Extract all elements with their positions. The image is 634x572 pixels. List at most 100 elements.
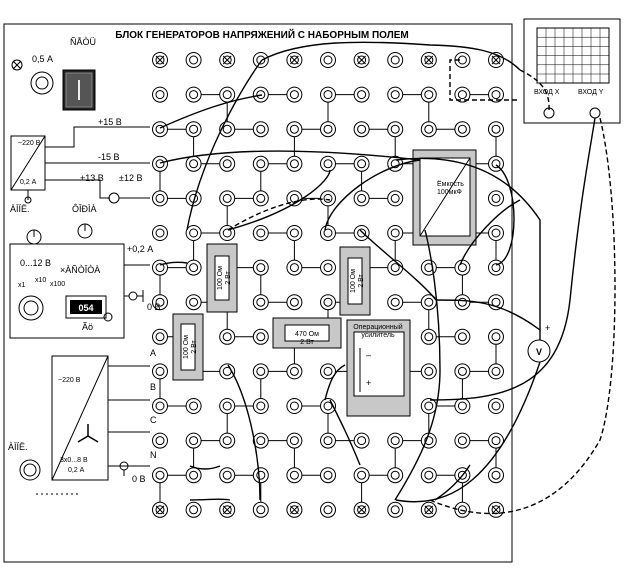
psu-220v: ~220 В	[18, 140, 41, 147]
tp-out: 3х0...8 В	[60, 457, 88, 464]
socket[interactable]	[488, 398, 504, 414]
wires	[159, 41, 596, 503]
socket[interactable]	[185, 501, 202, 518]
socket[interactable]	[387, 501, 404, 518]
socket[interactable]	[286, 52, 303, 68]
tp-0v: 0 В	[132, 474, 146, 484]
psu-02a: 0,2 А	[20, 179, 37, 186]
gen-x100: х100	[50, 281, 65, 288]
power-switch-label: ÑÅÒÜ	[70, 37, 96, 47]
socket[interactable]	[252, 190, 269, 207]
psu-pm12: ±12 В	[119, 173, 142, 183]
socket[interactable]	[152, 52, 168, 68]
socket[interactable]	[454, 121, 471, 138]
socket[interactable]	[488, 467, 504, 484]
socket[interactable]	[420, 52, 437, 68]
socket[interactable]	[488, 52, 504, 68]
socket[interactable]	[185, 398, 202, 414]
board-title: БЛОК ГЕНЕРАТОРОВ НАПРЯЖЕНИЙ С НАБОРНЫМ П…	[115, 28, 408, 41]
socket[interactable]	[252, 501, 269, 518]
socket[interactable]	[219, 52, 236, 68]
socket[interactable]	[488, 363, 504, 380]
three-phase-generator: ~220 В 3х0...8 В 0,2 А A B C N 0 В ÀÌÏË.	[8, 348, 157, 495]
socket[interactable]	[420, 363, 437, 380]
tp-phase-n: N	[150, 450, 157, 460]
resistor-r2: 100 Ом2 Вт	[172, 313, 204, 381]
socket[interactable]	[353, 432, 370, 449]
psu-plus15: +15 В	[98, 117, 122, 127]
socket[interactable]	[219, 225, 236, 241]
svg-text:+: +	[366, 378, 371, 388]
tp-phase-c: C	[150, 415, 157, 425]
psu-plus13: +13 В	[80, 173, 104, 183]
r3-label: 100 Ом2 Вт	[350, 269, 365, 293]
socket[interactable]	[286, 294, 303, 311]
socket[interactable]	[252, 52, 269, 68]
socket[interactable]	[286, 501, 303, 518]
socket[interactable]	[252, 398, 269, 414]
voltmeter: V +	[527, 323, 551, 363]
gen-x1: х1	[18, 282, 26, 289]
socket[interactable]	[353, 52, 370, 68]
freq-display: 054	[78, 303, 93, 313]
socket[interactable]	[219, 363, 236, 380]
socket[interactable]	[488, 155, 504, 172]
socket[interactable]	[152, 432, 168, 449]
socket[interactable]	[320, 467, 336, 484]
socket[interactable]	[320, 501, 336, 518]
socket[interactable]	[219, 501, 236, 518]
socket[interactable]	[454, 328, 471, 345]
socket[interactable]	[488, 86, 504, 103]
function-generator: ÀÌÏË. ÔÎÐÌÀ 0...12 В ×ÀÑÒÎÒÀ х1 х10 х100…	[9, 204, 161, 339]
socket[interactable]	[219, 432, 236, 449]
socket[interactable]	[488, 190, 504, 207]
socket[interactable]	[252, 328, 269, 345]
socket[interactable]	[387, 52, 404, 68]
tp-phase-a: A	[150, 348, 156, 358]
socket[interactable]	[219, 155, 236, 172]
socket[interactable]	[488, 501, 504, 518]
socket[interactable]	[320, 52, 336, 68]
socket[interactable]	[387, 190, 404, 207]
dashed-wires	[227, 59, 616, 515]
socket[interactable]	[353, 225, 370, 241]
socket[interactable]	[320, 121, 336, 138]
psu-block: ~220 В 0,2 А +15 В -15 В +13 В ±12 В	[10, 117, 150, 204]
socket[interactable]	[185, 190, 202, 207]
gen-form-label: ÔÎÐÌÀ	[72, 204, 97, 214]
socket[interactable]	[286, 155, 303, 172]
socket[interactable]	[286, 363, 303, 380]
socket[interactable]	[420, 501, 437, 518]
resistor-r1: 100 Ом2 Вт	[206, 243, 238, 313]
socket[interactable]	[353, 86, 370, 103]
gen-hz: Ãö	[82, 322, 93, 332]
socket[interactable]	[454, 501, 471, 518]
tp-amp-knob[interactable]	[19, 459, 41, 481]
socket[interactable]	[286, 86, 303, 103]
socket[interactable]	[152, 501, 168, 518]
gen-0v: 0 В	[147, 302, 161, 312]
r2-label: 100 Ом2 Вт	[183, 335, 198, 359]
socket[interactable]	[387, 467, 404, 484]
socket[interactable]	[320, 259, 336, 276]
socket[interactable]	[185, 52, 202, 68]
socket[interactable]	[488, 294, 504, 311]
socket[interactable]	[353, 501, 370, 518]
socket[interactable]	[152, 294, 168, 311]
socket[interactable]	[152, 86, 168, 103]
freq-range-knob[interactable]	[18, 295, 44, 321]
power-switch[interactable]: ÑÅÒÜ	[62, 37, 96, 111]
socket[interactable]	[488, 259, 504, 276]
socket[interactable]	[252, 121, 269, 138]
socket[interactable]	[185, 259, 202, 276]
socket[interactable]	[152, 225, 168, 241]
gen-amp-label: ÀÌÏË.	[10, 204, 30, 214]
gen-x10: х10	[35, 277, 46, 284]
socket[interactable]	[454, 52, 471, 68]
